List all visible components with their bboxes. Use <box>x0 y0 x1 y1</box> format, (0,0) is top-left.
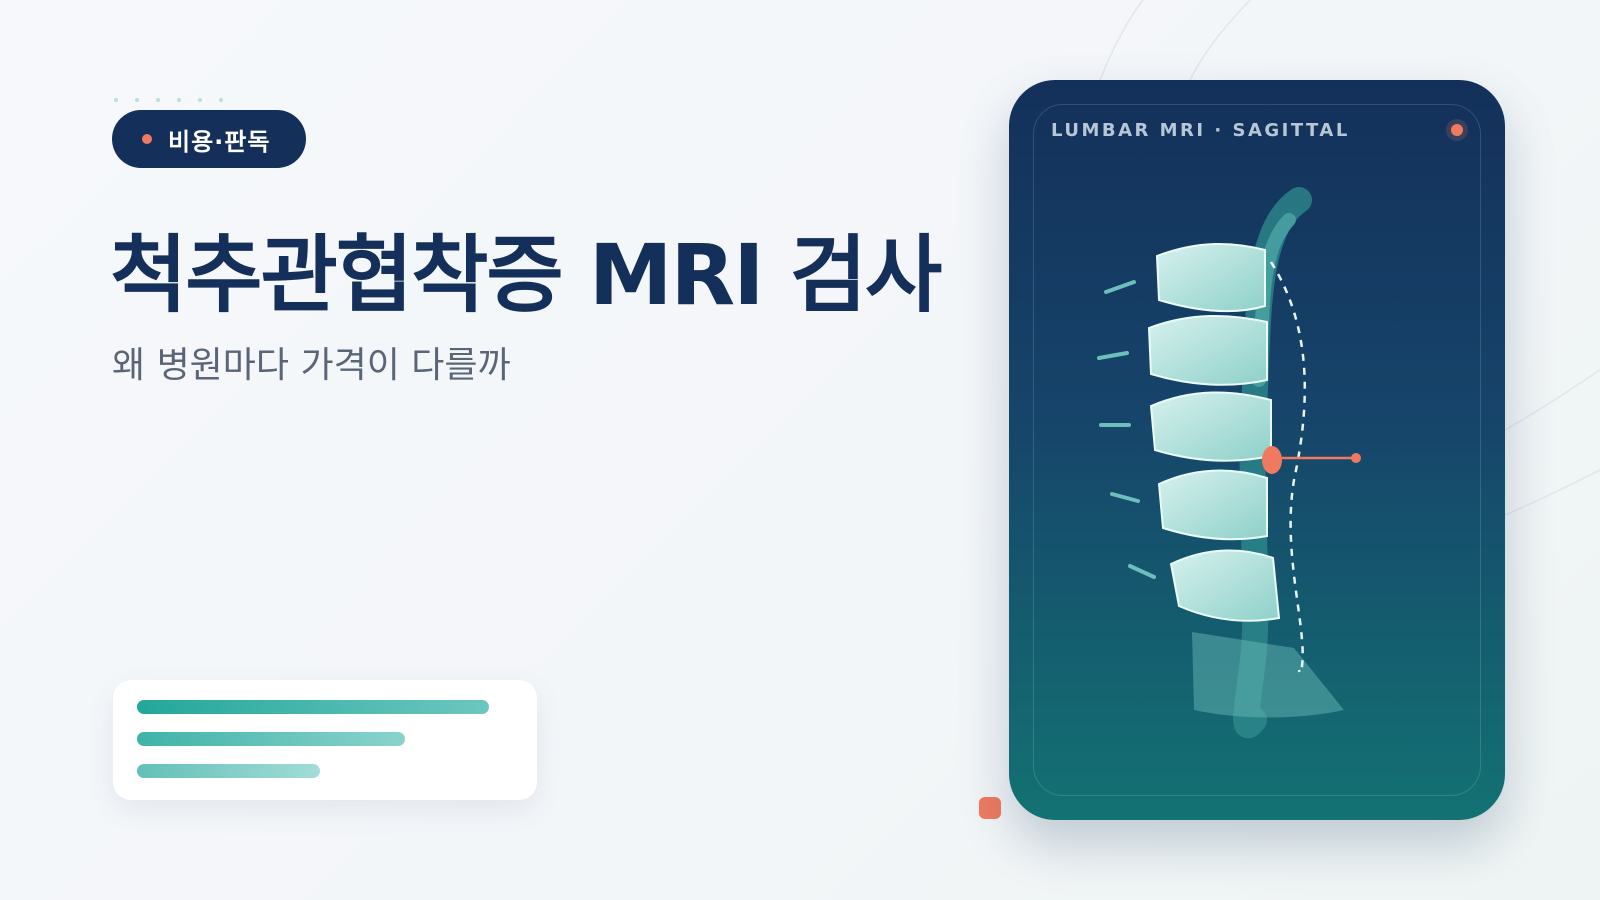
status-dot-icon <box>142 134 152 144</box>
bar-item <box>137 700 489 714</box>
recording-dot-icon <box>1451 124 1463 136</box>
mri-image-card: LUMBAR MRI · SAGITTAL <box>1009 80 1505 820</box>
decorative-dots <box>114 98 223 102</box>
vertebra <box>1155 242 1266 313</box>
category-badge: 비용·판독 <box>112 110 306 168</box>
stenosis-pointer-end <box>1351 453 1361 463</box>
bar-item <box>137 764 321 778</box>
sacrum-shape <box>1192 632 1344 718</box>
mri-view-label: LUMBAR MRI · SAGITTAL <box>1051 120 1350 141</box>
vertebra <box>1149 391 1272 462</box>
lumbar-spine-illustration <box>1097 187 1361 739</box>
mri-card-frame <box>1033 104 1481 796</box>
tick-mark <box>1104 280 1136 294</box>
vertebra <box>1147 314 1268 386</box>
bar-item <box>137 732 405 746</box>
bar-summary-card <box>113 680 537 800</box>
page-title: 척추관협착증 MRI 검사 <box>110 226 942 324</box>
page-subtitle: 왜 병원마다 가격이 다를까 <box>112 345 511 386</box>
accent-square <box>979 797 1001 819</box>
posterior-dashed-line <box>1269 261 1307 674</box>
vertebra <box>1169 549 1281 622</box>
badge-label: 비용·판독 <box>168 127 271 156</box>
tick-mark <box>1097 351 1129 360</box>
stenosis-marker <box>1262 446 1282 474</box>
vertebra <box>1157 469 1268 541</box>
tick-mark <box>1110 492 1140 503</box>
tick-mark <box>1128 564 1156 579</box>
